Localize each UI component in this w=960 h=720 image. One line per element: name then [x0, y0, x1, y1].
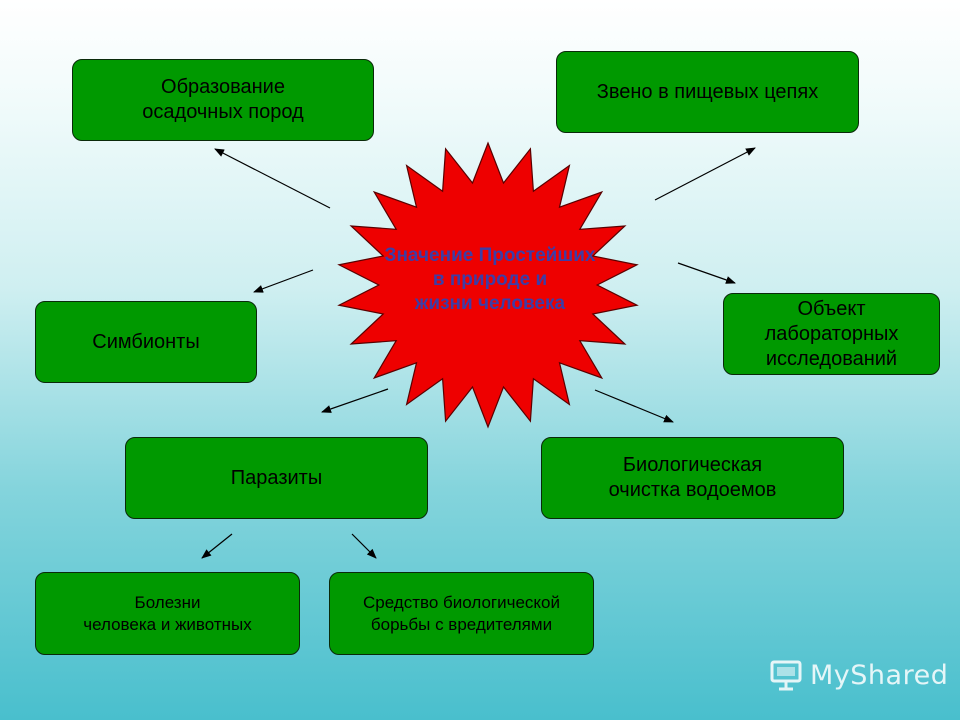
- node-parasites: Паразиты: [125, 437, 428, 519]
- node-bio-cleaning-label: Биологическая очистка водоемов: [608, 454, 777, 501]
- node-sedimentary-label: Образование осадочных пород: [142, 76, 304, 123]
- node-diseases: Болезни человека и животных: [35, 572, 300, 655]
- node-sedimentary: Образование осадочных пород: [72, 59, 374, 141]
- node-symbionts-label: Симбионты: [92, 330, 200, 353]
- arrow-to-bio-cleaning: [594, 389, 674, 423]
- arrow-to-lab-object: [677, 262, 736, 284]
- node-diseases-label: Болезни человека и животных: [83, 593, 252, 634]
- arrow-to-sedimentary: [214, 148, 331, 209]
- node-symbionts: Симбионты: [35, 301, 257, 383]
- center-title: Значение Простейших в природе и жизни че…: [384, 245, 596, 314]
- node-pest-control-label: Средство биологической борьбы с вредител…: [362, 593, 560, 634]
- arrow-to-food-chain: [654, 147, 756, 201]
- arrow-to-pest-control: [351, 533, 377, 559]
- node-food-chain-label: Звено в пищевых цепях: [596, 80, 819, 103]
- arrow-to-diseases: [201, 533, 233, 559]
- node-pest-control: Средство биологической борьбы с вредител…: [329, 572, 594, 655]
- watermark-text: MyShared: [810, 659, 949, 691]
- node-lab-object: Объект лабораторных исследований: [723, 293, 940, 375]
- arrow-to-symbionts: [253, 269, 314, 293]
- starburst-shape: [337, 141, 639, 429]
- node-parasites-label: Паразиты: [230, 466, 323, 489]
- arrow-to-parasites: [321, 388, 389, 413]
- watermark-logo: MyShared: [768, 655, 948, 695]
- node-bio-cleaning: Биологическая очистка водоемов: [541, 437, 844, 519]
- presentation-screen-icon: [770, 660, 802, 691]
- node-food-chain: Звено в пищевых цепях: [556, 51, 859, 133]
- node-lab-object-label: Объект лабораторных исследований: [764, 297, 899, 370]
